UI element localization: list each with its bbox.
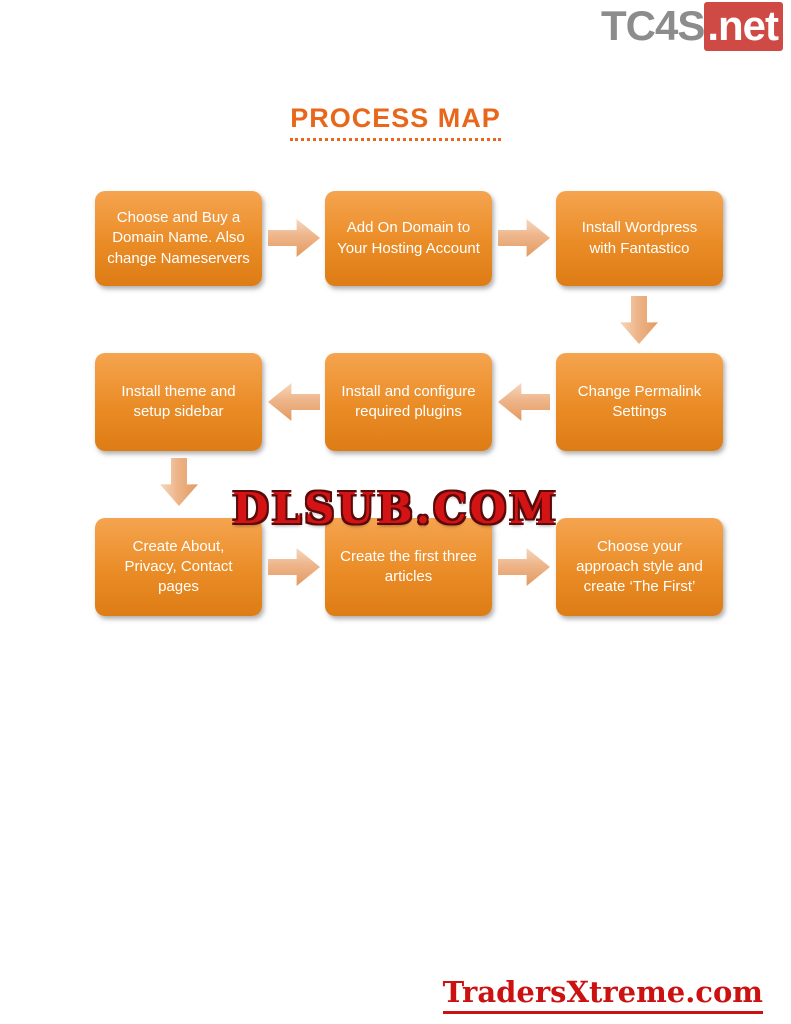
title-wrap: PROCESS MAP [0, 103, 791, 141]
watermark-top-right: TC4S.net [600, 2, 783, 51]
brand-top-tld: .net [704, 2, 783, 51]
arrow-right-icon [268, 548, 320, 586]
flow-box-addon-domain: Add On Domain to Your Hosting Account [325, 191, 492, 286]
brand-top-name: TC4S [600, 2, 705, 49]
flow-box-change-permalink: Change Permalink Settings [556, 353, 723, 451]
arrow-down-icon [160, 458, 198, 506]
flow-box-choose-domain: Choose and Buy a Domain Name. Also chang… [95, 191, 262, 286]
arrow-left-icon [498, 383, 550, 421]
watermark-bottom-right: TradersXtreme.com [442, 975, 763, 1014]
arrow-right-icon [498, 219, 550, 257]
arrow-right-icon [498, 548, 550, 586]
arrow-left-icon [268, 383, 320, 421]
arrow-right-icon [268, 219, 320, 257]
flow-box-first-articles: Create the first three articles [325, 518, 492, 616]
flow-box-create-pages: Create About, Privacy, Contact pages [95, 518, 262, 616]
flow-box-install-theme: Install theme and setup sidebar [95, 353, 262, 451]
arrow-down-icon [620, 296, 658, 344]
flow-box-install-wordpress: Install Wordpress with Fantastico [556, 191, 723, 286]
flow-box-install-plugins: Install and configure required plugins [325, 353, 492, 451]
page-title: PROCESS MAP [290, 103, 501, 141]
watermark-center: DLSUB.COM [232, 484, 559, 533]
flow-box-approach-style: Choose your approach style and create ‘T… [556, 518, 723, 616]
